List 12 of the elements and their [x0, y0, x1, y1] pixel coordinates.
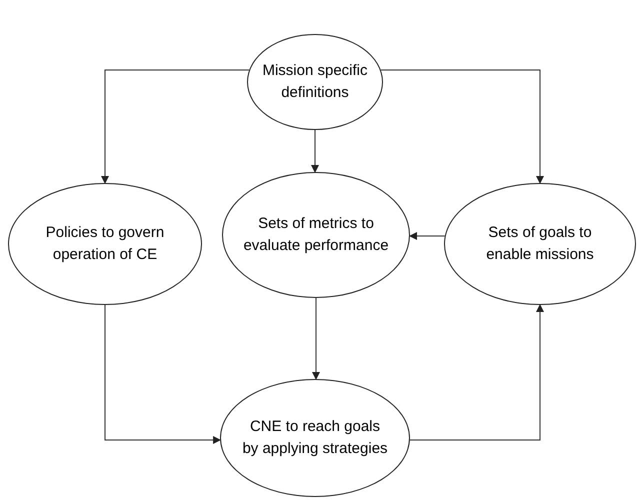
node-label: Mission specific definitions — [261, 61, 369, 103]
node-label: Policies to govern operation of CE — [44, 223, 166, 265]
arrow — [312, 298, 320, 380]
arrow — [104, 304, 222, 444]
arrow — [101, 70, 250, 184]
node-label: Sets of goals to enable missions — [485, 223, 595, 265]
arrow — [311, 130, 319, 173]
node-label: Sets of metrics to evaluate performance — [242, 214, 390, 256]
arrow — [380, 70, 544, 184]
arrow — [409, 304, 544, 440]
node-label: CNE to reach goals by applying strategies — [241, 417, 389, 459]
arrow — [409, 232, 446, 240]
